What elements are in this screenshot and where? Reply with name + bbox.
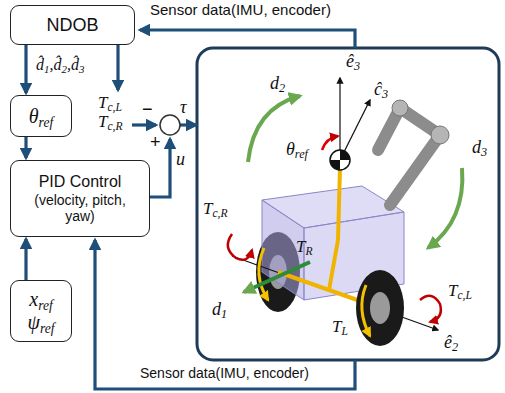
sign-label: − xyxy=(142,100,153,120)
sensor-line xyxy=(140,30,355,48)
disturbance-label: d3 xyxy=(472,138,487,158)
signal-connector xyxy=(24,239,27,280)
node-text: θref xyxy=(29,105,53,128)
pendulum-link xyxy=(338,168,340,240)
process-box: NDOB xyxy=(10,5,135,45)
com-marker xyxy=(330,150,350,170)
controller-box: PID Control(velocity, pitch, yaw) xyxy=(10,160,150,237)
disturbance-label: d2 xyxy=(270,74,285,94)
node-text: xref xyxy=(29,288,53,311)
robot-illustration xyxy=(228,78,463,346)
signal-arrow xyxy=(132,123,156,126)
summing-junction xyxy=(160,115,180,135)
torque-label: TR xyxy=(296,238,313,257)
node-text: PID Control xyxy=(39,173,122,191)
disturbance-arrow xyxy=(248,96,300,162)
signal-arrow xyxy=(116,45,119,90)
torque-label: Tc,R xyxy=(203,200,228,219)
robot-panel xyxy=(197,48,499,360)
arm-joint xyxy=(392,100,408,116)
com-marker xyxy=(330,150,350,170)
disturbance-label: d1 xyxy=(212,300,227,320)
signal-arrow xyxy=(180,123,196,126)
signal-label: Sensor data(IMU, encoder) xyxy=(150,2,331,19)
wheel-hub xyxy=(370,292,390,324)
torque-label: Tc,L xyxy=(448,282,472,301)
node-text: ψref xyxy=(27,311,54,334)
axis-label: ĉ3 xyxy=(374,80,388,100)
process-box: θref xyxy=(10,95,72,137)
signal-label: Sensor data(IMU, encoder) xyxy=(140,366,309,381)
axis-e3 xyxy=(339,78,340,160)
angle-label: θref xyxy=(286,140,308,160)
node-text: (velocity, pitch, yaw) xyxy=(19,192,141,224)
robot-arm xyxy=(378,108,440,205)
torque-arrow xyxy=(228,234,252,260)
torque-label: TL xyxy=(332,318,348,337)
process-box: xrefψref xyxy=(10,280,72,342)
axis-label: ê2 xyxy=(444,333,458,353)
signal-label: Tc,L xyxy=(98,94,122,113)
sign-label: + xyxy=(150,133,161,153)
disturbance-arrow xyxy=(428,168,462,248)
signal-connector xyxy=(24,45,27,93)
signal-label: Tc,R xyxy=(98,113,123,132)
signal-label: τ xyxy=(180,98,186,118)
axis-label: ê3 xyxy=(346,52,360,72)
node-text: NDOB xyxy=(46,15,98,36)
left-wheel xyxy=(356,270,404,346)
signal-label: d̂1,d̂2,d̂3 xyxy=(36,56,84,74)
pendulum-link xyxy=(329,240,338,290)
signal-connector xyxy=(24,137,27,158)
disturbance-arrow xyxy=(244,262,310,292)
torque-arrow xyxy=(420,296,441,322)
theta-arrow xyxy=(322,136,338,150)
signal-label: u xyxy=(176,150,185,170)
torque-arrow xyxy=(362,285,370,336)
arm-joint xyxy=(431,126,449,144)
torque-arrow xyxy=(259,248,268,300)
